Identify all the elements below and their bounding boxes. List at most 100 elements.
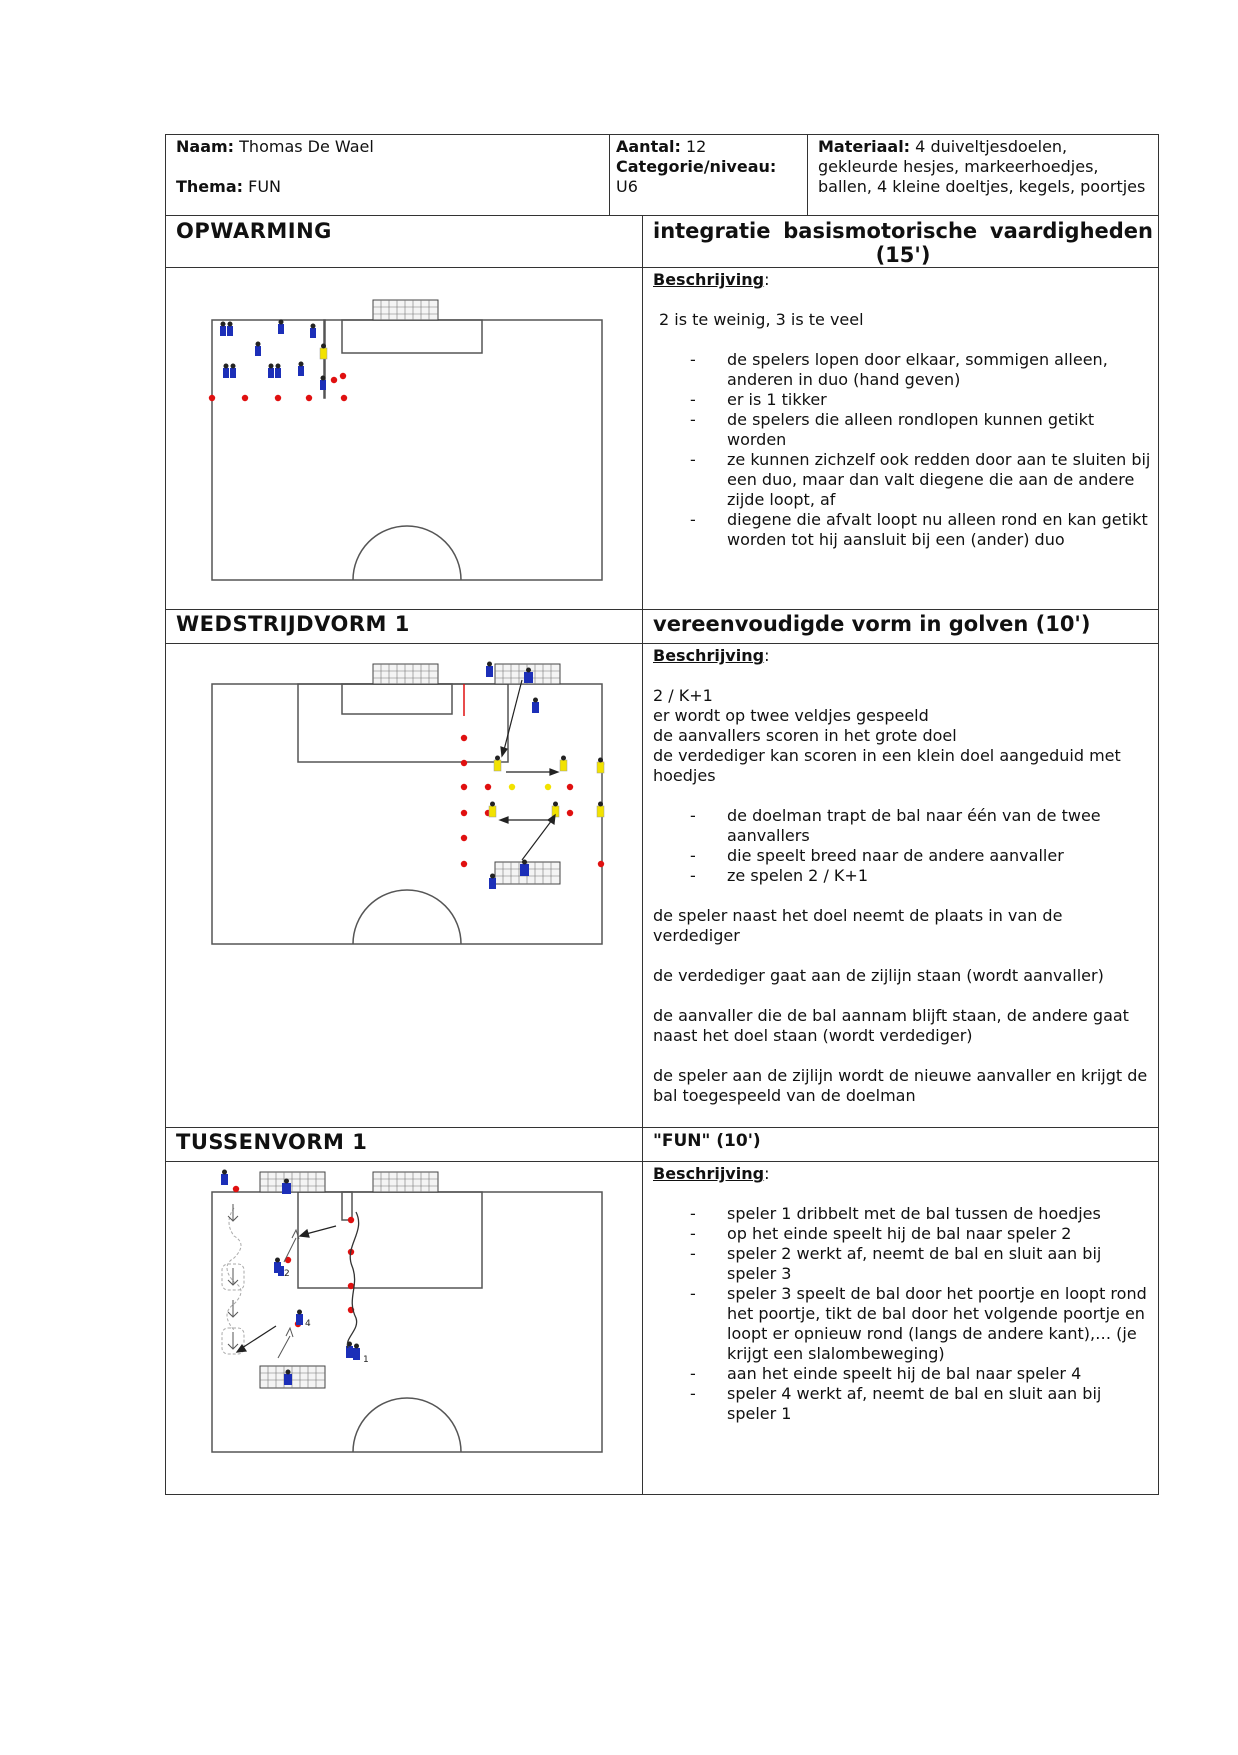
session-sheet: Naam: Thomas De Wael Thema: FUN Aantal: … (165, 134, 1159, 1495)
section-subtitle: integratie basismotorische vaardigheden … (653, 219, 1153, 267)
bullet-item: de spelers die alleen rondlopen kunnen g… (653, 410, 1153, 450)
section-description: Beschrijving: 2 / K+1 er wordt op twee v… (653, 646, 1153, 1106)
description-paragraph: de aanvaller die de bal aannam blijft st… (653, 1006, 1129, 1045)
description-paragraph: de speler aan de zijlijn wordt de nieuwe… (653, 1066, 1148, 1105)
section-wedstrijdvorm-1: WEDSTRIJDVORM 1 vereenvoudigde vorm in g… (165, 610, 1159, 1128)
large-goal (372, 663, 439, 685)
section-description: Beschrijving: speler 1 dribbelt met de b… (653, 1164, 1153, 1424)
bullet-item: die speelt breed naar de andere aanvalle… (653, 846, 1153, 866)
bullet-item: aan het einde speelt hij de bal naar spe… (653, 1364, 1153, 1384)
cones (460, 734, 605, 868)
cones (232, 1185, 355, 1328)
drill-diagram-tussenvorm: 2 4 1 (211, 1169, 603, 1453)
row-divider (166, 643, 1158, 644)
bullet-item: ze kunnen zichzelf ook redden door aan t… (653, 450, 1153, 510)
materiaal-label: Materiaal: (818, 137, 911, 156)
pass-arrows (235, 1225, 337, 1353)
materiaal-value: 4 duiveltjesdoelen, gekleurde hesjes, ma… (818, 137, 1146, 196)
section-opwarming: OPWARMING integratie basismotorische vaa… (165, 216, 1159, 610)
player-number-labels: 2 4 1 (284, 1269, 369, 1365)
header-table: Naam: Thomas De Wael Thema: FUN Aantal: … (165, 134, 1159, 216)
players-blue (486, 661, 539, 889)
goal-area (341, 319, 483, 354)
naam-label: Naam: (176, 137, 235, 156)
tagger-yellow (319, 343, 328, 360)
description-paragraph: de speler naast het doel neemt de plaats… (653, 906, 1063, 945)
pass-arrows (498, 679, 560, 861)
thema-value: FUN (248, 177, 282, 196)
aantal-label: Aantal: (616, 137, 681, 156)
small-goal-marker-cones (508, 783, 552, 791)
description-bullets: de doelman trapt de bal naar één van de … (653, 806, 1153, 886)
shot-arrows (277, 1228, 300, 1359)
section-description: Beschrijving: 2 is te weinig, 3 is te ve… (653, 270, 1153, 550)
bullet-item: diegene die afvalt loopt nu alleen rond … (653, 510, 1153, 550)
players-yellow (488, 755, 605, 818)
bullet-item: speler 3 speelt de bal door het poortje … (653, 1284, 1153, 1364)
row-divider (166, 267, 1158, 268)
cones (208, 372, 348, 402)
dribble-path (346, 1211, 360, 1349)
player-number-label: 4 (305, 1319, 311, 1329)
center-circle (352, 1397, 462, 1453)
bullet-item: er is 1 tikker (653, 390, 1153, 410)
section-subtitle: vereenvoudigde vorm in golven (10') (653, 612, 1091, 636)
section-tussenvorm-1: TUSSENVORM 1 "FUN" (10') Beschrijving: s… (165, 1128, 1159, 1495)
gates (227, 1204, 239, 1350)
categorie-value: U6 (616, 177, 638, 196)
header-cell-count-category: Aantal: 12 Categorie/niveau: U6 (610, 135, 808, 215)
description-paragraph: de verdediger gaat aan de zijlijn staan … (653, 966, 1104, 985)
bullet-item: op het einde speelt hij de bal naar spel… (653, 1224, 1153, 1244)
column-divider (642, 1128, 643, 1494)
large-goal (372, 299, 439, 321)
bullet-item: speler 1 dribbelt met de bal tussen de h… (653, 1204, 1153, 1224)
drill-diagram-opwarming (208, 299, 603, 581)
description-label: Beschrijving (653, 270, 765, 289)
description-intro: 2 / K+1 er wordt op twee veldjes gespeel… (653, 686, 1153, 786)
center-circle (352, 525, 462, 581)
description-intro: 2 is te weinig, 3 is te veel (659, 310, 864, 329)
pitch-outline (211, 1191, 603, 1453)
description-bullets: de spelers lopen door elkaar, sommigen a… (653, 350, 1153, 550)
penalty-area (297, 1191, 483, 1289)
bullet-item: speler 4 werkt af, neemt de bal en sluit… (653, 1384, 1153, 1424)
pitch-outline (211, 319, 603, 581)
header-cell-name-theme: Naam: Thomas De Wael Thema: FUN (166, 135, 610, 215)
intro-line: de verdediger kan scoren in een klein do… (653, 746, 1121, 785)
intro-line: de aanvallers scoren in het grote doel (653, 726, 957, 745)
description-bullets: speler 1 dribbelt met de bal tussen de h… (653, 1204, 1153, 1424)
gates-slalom (221, 1207, 245, 1355)
section-subtitle: "FUN" (10') (653, 1131, 761, 1151)
large-goal (372, 1171, 439, 1193)
players-blue (220, 319, 326, 390)
description-label: Beschrijving (653, 646, 765, 665)
thema-label: Thema: (176, 177, 244, 196)
small-goal-top (259, 1171, 326, 1193)
pitch-outline (211, 683, 603, 945)
goal-area (341, 683, 453, 715)
aantal-value: 12 (686, 137, 707, 156)
penalty-area (297, 683, 509, 763)
description-label: Beschrijving (653, 1164, 765, 1183)
section-title: WEDSTRIJDVORM 1 (176, 612, 410, 636)
goal-area (341, 1191, 353, 1221)
bullet-item: de spelers lopen door elkaar, sommigen a… (653, 350, 1153, 390)
player-number-label: 1 (363, 1355, 369, 1365)
column-divider (642, 610, 643, 1127)
row-divider (166, 1161, 1158, 1162)
intro-line: er wordt op twee veldjes gespeeld (653, 706, 929, 725)
header-cell-material: Materiaal: 4 duiveltjesdoelen, gekleurde… (808, 135, 1158, 215)
section-title: TUSSENVORM 1 (176, 1130, 368, 1154)
bullet-item: ze spelen 2 / K+1 (653, 866, 1153, 886)
small-goal-bottom (259, 1365, 326, 1389)
column-divider (642, 216, 643, 609)
categorie-label: Categorie/niveau: (616, 157, 777, 176)
bullet-item: speler 2 werkt af, neemt de bal en sluit… (653, 1244, 1153, 1284)
center-circle (352, 889, 462, 945)
section-title: OPWARMING (176, 219, 332, 243)
bullet-item: de doelman trapt de bal naar één van de … (653, 806, 1153, 846)
drill-diagram-wedstrijdvorm (211, 661, 605, 945)
naam-value: Thomas De Wael (239, 137, 374, 156)
player-number-label: 2 (284, 1269, 290, 1279)
players-blue (221, 1169, 360, 1385)
